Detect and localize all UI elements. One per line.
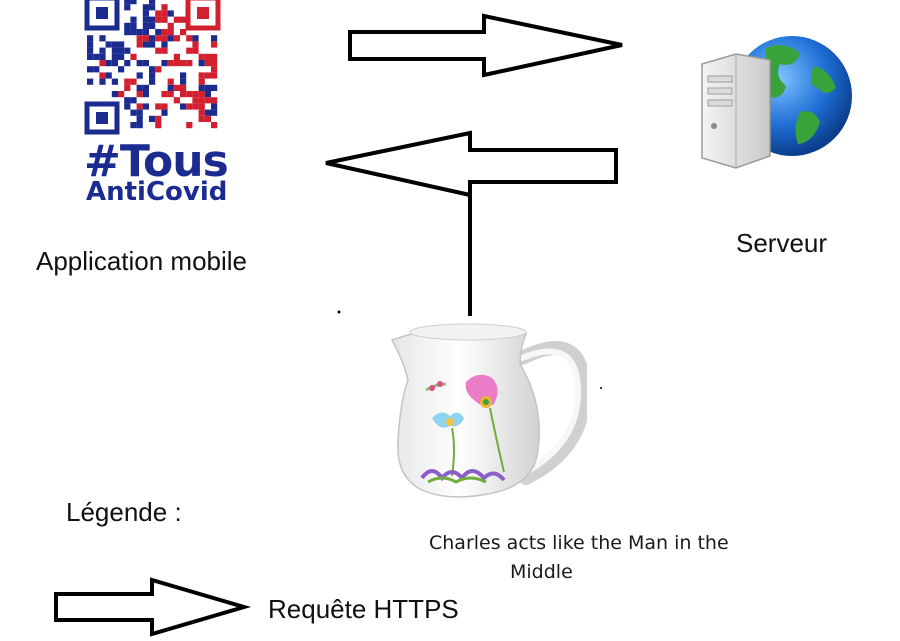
qr-code-icon: [84, 0, 221, 135]
server-node: [696, 26, 856, 176]
legend-arrow-icon: [54, 577, 252, 637]
legend-arrow-label: Requête HTTPS: [268, 594, 459, 624]
proxy-caption-line-1: Charles acts like the Man in the: [429, 532, 729, 554]
logo-hashtag-text: #Tous: [84, 136, 229, 187]
response-arrow-from-proxy: [325, 130, 618, 316]
legend-title: Légende :: [66, 497, 182, 527]
proxy-caption: Charles acts like the Man in the Middle: [429, 529, 769, 587]
anticovid-logo: #Tous AntiCovid: [84, 0, 229, 210]
request-arrow-to-server: [348, 13, 623, 78]
proxy-caption-line-2: Middle: [510, 561, 573, 583]
server-globe-icon: [701, 36, 852, 169]
server-label: Serveur: [736, 228, 828, 258]
charles-jug-icon: [390, 323, 587, 498]
charles-proxy-node: [382, 318, 587, 503]
logo-name-text: AntiCovid: [86, 177, 228, 207]
mobile-app-label: Application mobile: [36, 246, 248, 276]
